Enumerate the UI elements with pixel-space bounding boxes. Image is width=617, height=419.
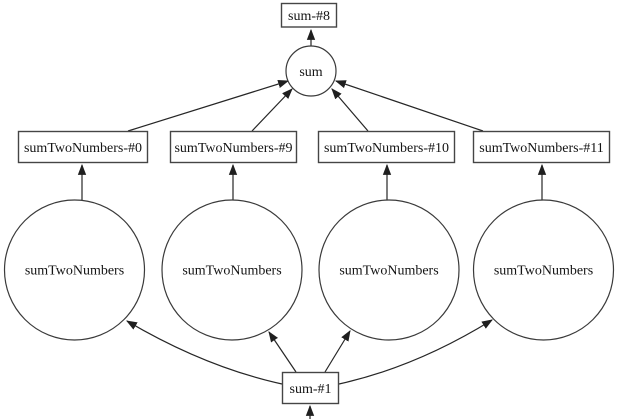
edge-sum-1-to-worker-a xyxy=(126,320,283,385)
node-worker-a: sumTwoNumbers xyxy=(3,199,146,341)
node-worker-c-label: sumTwoNumbers xyxy=(339,264,438,279)
node-sum-8-box xyxy=(280,2,338,28)
node-sum-8: sum-#8 xyxy=(280,2,338,28)
node-sumTwoNumbers-11: sumTwoNumbers-#11 xyxy=(472,130,611,164)
edge-sumTwoNumbers-0-to-sum xyxy=(127,79,290,132)
node-sumTwoNumbers-0: sumTwoNumbers-#0 xyxy=(17,130,149,164)
edge-sum-1-to-worker-c xyxy=(324,330,351,373)
edge-group xyxy=(77,28,547,419)
node-sum-8-label: sum-#8 xyxy=(288,9,330,24)
node-sumTwoNumbers-10-box xyxy=(317,130,456,164)
node-sumTwoNumbers-10-label: sumTwoNumbers-#10 xyxy=(324,141,449,156)
node-worker-b: sumTwoNumbers xyxy=(161,199,303,341)
node-sum-1: sum-#1 xyxy=(281,371,340,405)
node-worker-c-circle xyxy=(318,199,460,341)
node-worker-d-circle xyxy=(472,199,615,341)
node-sumTwoNumbers-0-box xyxy=(17,130,149,164)
node-sumTwoNumbers-0-label: sumTwoNumbers-#0 xyxy=(24,141,142,156)
node-sum: sum xyxy=(285,45,337,97)
node-sum-circle xyxy=(285,45,337,97)
node-worker-c: sumTwoNumbers xyxy=(318,199,460,341)
edge-sum-1-to-worker-d xyxy=(338,319,493,385)
node-worker-b-circle xyxy=(161,199,303,341)
node-sumTwoNumbers-11-label: sumTwoNumbers-#11 xyxy=(479,141,604,156)
node-worker-a-circle xyxy=(3,199,146,341)
edge-sumTwoNumbers-10-to-sum xyxy=(331,88,369,132)
node-worker-b-label: sumTwoNumbers xyxy=(182,264,281,279)
node-sum-label: sum xyxy=(299,65,322,80)
edge-sumTwoNumbers-9-to-sum xyxy=(251,88,293,132)
edge-sum-1-to-worker-b xyxy=(268,331,297,373)
node-sumTwoNumbers-10: sumTwoNumbers-#10 xyxy=(317,130,456,164)
node-sumTwoNumbers-9-box xyxy=(169,130,298,164)
node-worker-a-label: sumTwoNumbers xyxy=(25,264,124,279)
edge-sumTwoNumbers-11-to-sum xyxy=(334,80,484,132)
node-worker-d-label: sumTwoNumbers xyxy=(494,264,593,279)
node-sum-1-box xyxy=(281,371,340,405)
node-worker-d: sumTwoNumbers xyxy=(472,199,615,341)
node-sumTwoNumbers-9: sumTwoNumbers-#9 xyxy=(169,130,298,164)
node-sum-1-label: sum-#1 xyxy=(290,382,332,397)
node-sumTwoNumbers-11-box xyxy=(472,130,611,164)
node-sumTwoNumbers-9-label: sumTwoNumbers-#9 xyxy=(174,141,292,156)
